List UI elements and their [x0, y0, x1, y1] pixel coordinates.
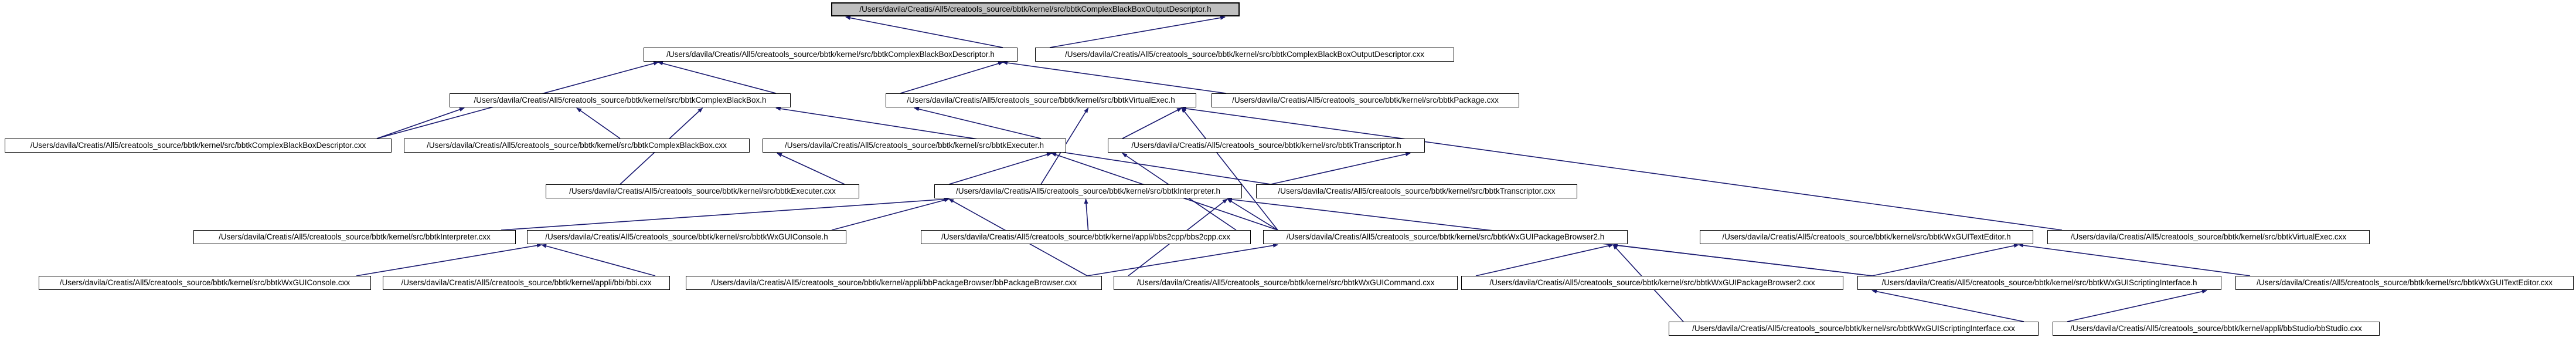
graph-node-file[interactable]: /Users/davila/Creatis/All5/creatools_sou… — [644, 48, 1018, 62]
graph-node-file[interactable]: /Users/davila/Creatis/All5/creatools_sou… — [5, 139, 392, 153]
graph-node-file[interactable]: /Users/davila/Creatis/All5/creatools_sou… — [1263, 230, 1628, 244]
graph-node-file[interactable]: /Users/davila/Creatis/All5/creatools_sou… — [2235, 276, 2574, 290]
include-edge — [576, 107, 621, 139]
include-edge — [1181, 106, 2063, 231]
include-edge — [914, 107, 1042, 139]
include-edge — [2018, 243, 2251, 276]
include-edge — [658, 61, 777, 94]
graph-node-file[interactable]: /Users/davila/Creatis/All5/creatools_sou… — [383, 276, 670, 290]
graph-node-file[interactable]: /Users/davila/Creatis/All5/creatools_sou… — [2047, 230, 2370, 244]
include-edge — [1270, 152, 1411, 185]
include-edge — [1122, 107, 1182, 139]
graph-node-file[interactable]: /Users/davila/Creatis/All5/creatools_sou… — [193, 230, 516, 244]
include-edge — [831, 198, 950, 231]
include-edge — [356, 243, 542, 276]
include-edge — [845, 16, 1003, 48]
include-edge — [1227, 198, 1278, 231]
graph-node-file[interactable]: /Users/davila/Creatis/All5/creatools_sou… — [1114, 276, 1458, 290]
graph-node-file[interactable]: /Users/davila/Creatis/All5/creatools_sou… — [1108, 139, 1425, 153]
include-edge — [1612, 243, 1873, 276]
include-edge — [777, 153, 845, 185]
include-edge — [2067, 289, 2207, 322]
graph-node-file[interactable]: /Users/davila/Creatis/All5/creatools_sou… — [686, 276, 1102, 290]
include-edge — [1475, 244, 1614, 276]
graph-node-file[interactable]: /Users/davila/Creatis/All5/creatools_sou… — [934, 184, 1242, 198]
graph-node-current-file[interactable]: /Users/davila/Creatis/All5/creatools_sou… — [831, 2, 1240, 16]
include-edge — [1002, 60, 1227, 94]
include-edge — [1871, 289, 2024, 322]
graph-node-file[interactable]: /Users/davila/Creatis/All5/creatools_sou… — [1669, 322, 2039, 336]
graph-node-file[interactable]: /Users/davila/Creatis/All5/creatools_sou… — [1035, 48, 1454, 62]
include-edge — [1049, 15, 1226, 48]
graph-node-file[interactable]: /Users/davila/Creatis/All5/creatools_sou… — [1700, 230, 2033, 244]
include-edge — [1871, 244, 2019, 276]
include-edge — [1084, 198, 1089, 231]
include-edge — [376, 107, 465, 139]
include-edge — [948, 152, 1052, 185]
graph-node-file[interactable]: /Users/davila/Creatis/All5/creatools_sou… — [546, 184, 859, 198]
graph-node-file[interactable]: /Users/davila/Creatis/All5/creatools_sou… — [1256, 184, 1577, 198]
graph-node-file[interactable]: /Users/davila/Creatis/All5/creatools_sou… — [527, 230, 846, 244]
include-edge — [1181, 107, 1278, 231]
graph-node-file[interactable]: /Users/davila/Creatis/All5/creatools_sou… — [886, 93, 1196, 107]
graph-node-file[interactable]: /Users/davila/Creatis/All5/creatools_sou… — [39, 276, 371, 290]
include-edge — [501, 197, 950, 231]
graph-node-file[interactable]: /Users/davila/Creatis/All5/creatools_sou… — [1857, 276, 2221, 290]
graph-node-file[interactable]: /Users/davila/Creatis/All5/creatools_sou… — [763, 139, 1066, 153]
graph-node-file[interactable]: /Users/davila/Creatis/All5/creatools_sou… — [921, 230, 1251, 244]
graph-node-file[interactable]: /Users/davila/Creatis/All5/creatools_sou… — [2053, 322, 2380, 336]
include-edge — [1087, 243, 1278, 276]
include-edge — [541, 244, 656, 276]
graph-node-file[interactable]: /Users/davila/Creatis/All5/creatools_sou… — [404, 139, 750, 153]
graph-node-file[interactable]: /Users/davila/Creatis/All5/creatools_sou… — [1461, 276, 1843, 290]
graph-node-file[interactable]: /Users/davila/Creatis/All5/creatools_sou… — [1212, 93, 1519, 107]
graph-node-file[interactable]: /Users/davila/Creatis/All5/creatools_sou… — [450, 93, 791, 107]
include-edge — [900, 61, 1003, 94]
